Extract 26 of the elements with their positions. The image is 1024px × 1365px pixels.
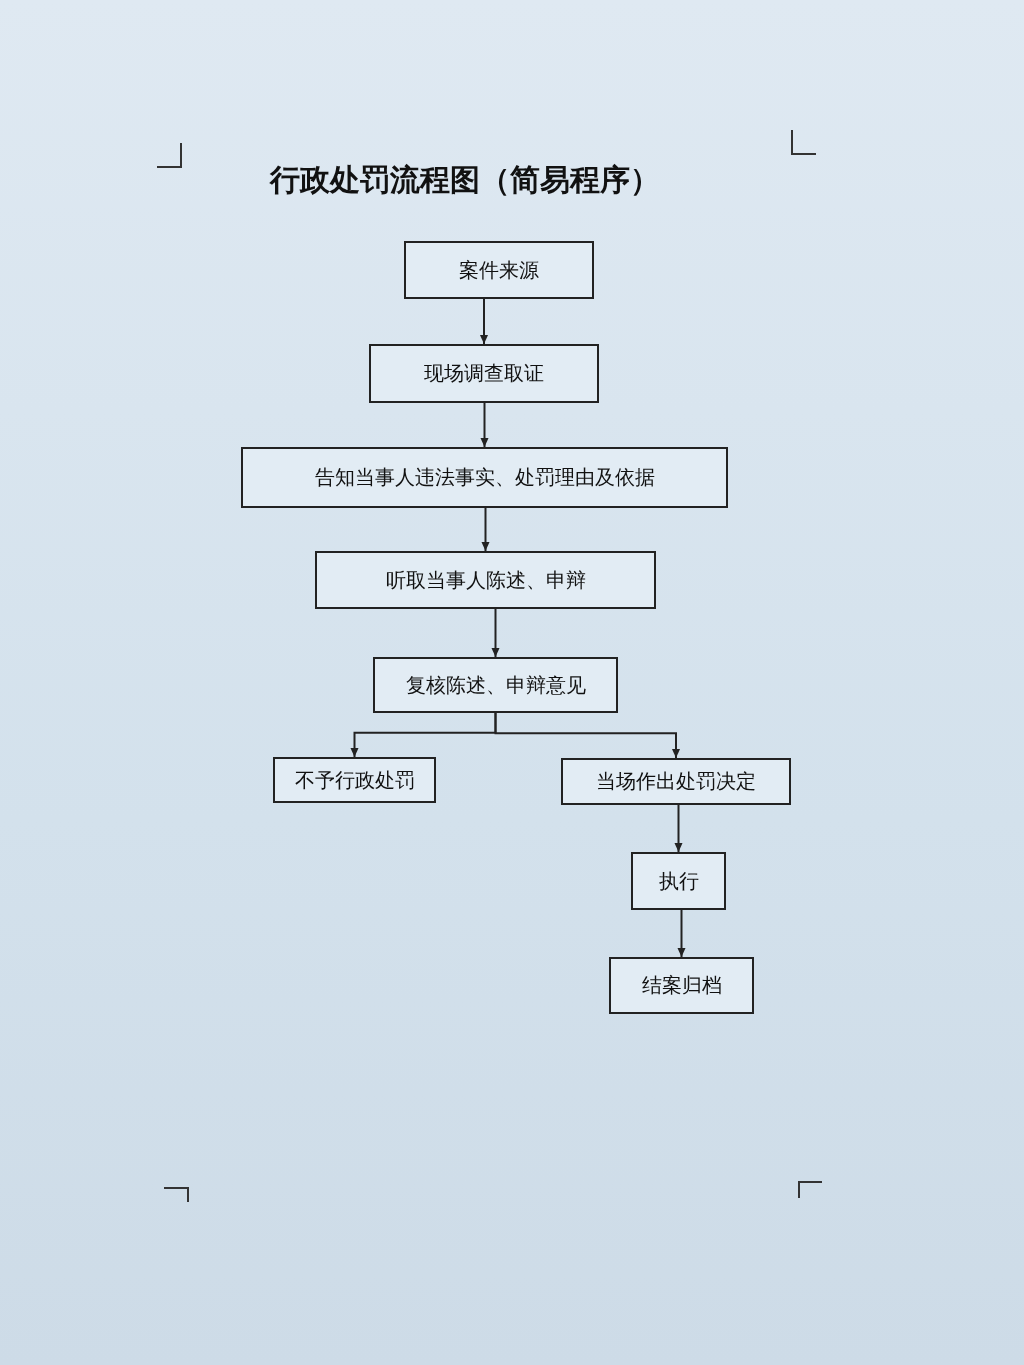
arrow	[677, 909, 686, 958]
arrow	[674, 804, 683, 853]
arrow	[480, 402, 489, 448]
process-box	[373, 657, 618, 713]
arrow	[480, 298, 488, 345]
box-label: 不予行政处罚	[294, 766, 415, 794]
arrow	[494, 712, 680, 759]
process-box	[369, 344, 599, 403]
box-label: 听取当事人陈述、申辩	[385, 566, 586, 594]
box-label: 当场作出处罚决定	[596, 768, 756, 795]
box-label: 告知当事人违法事实、处罚理由及依据	[314, 464, 655, 491]
process-box	[315, 551, 656, 609]
process-box	[631, 852, 726, 910]
box-label: 现场调查取证	[424, 360, 544, 387]
process-box	[609, 957, 754, 1014]
title: 行政处罚流程图（简易程序）	[270, 161, 661, 199]
process-box	[404, 241, 594, 299]
arrow	[491, 608, 500, 658]
process-box	[561, 758, 791, 805]
box-label: 结案归档	[641, 972, 722, 999]
process-box	[273, 757, 436, 803]
box-label: 复核陈述、申辩意见	[405, 671, 586, 699]
box-label: 案件来源	[459, 256, 539, 284]
arrow	[481, 507, 490, 552]
process-box	[241, 447, 728, 508]
box-label: 执行	[658, 867, 699, 895]
